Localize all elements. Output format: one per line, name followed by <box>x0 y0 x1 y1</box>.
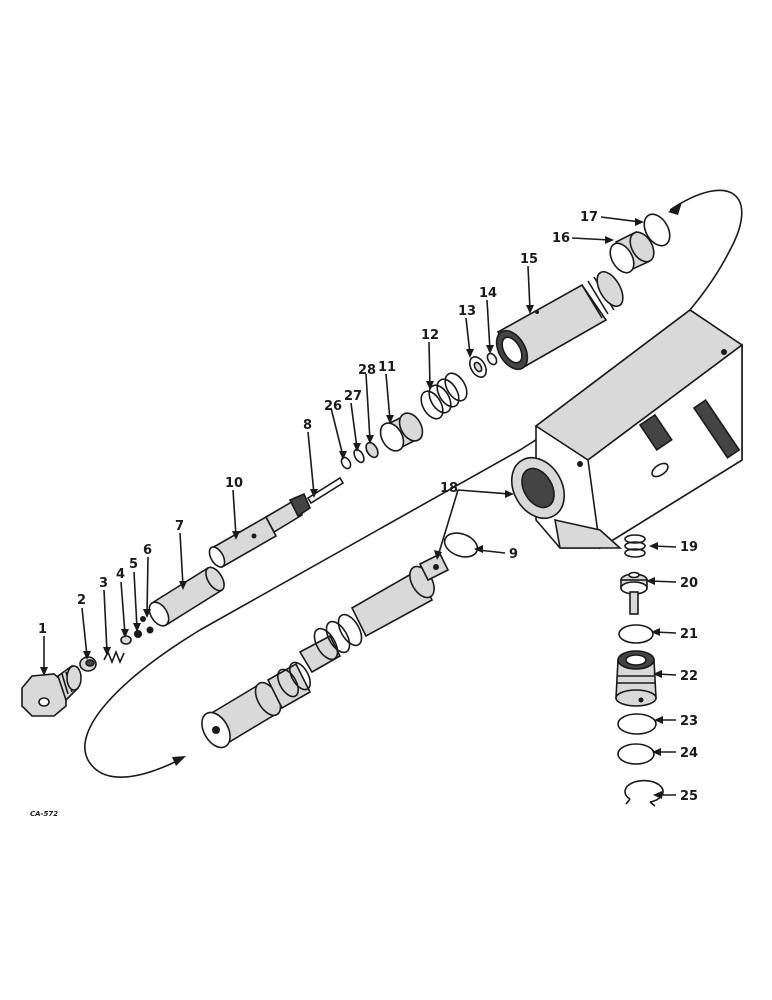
part-10-plunger <box>208 492 311 569</box>
callout-11: 11 <box>378 360 396 375</box>
callout-19: 19 <box>680 540 698 555</box>
callout-9: 9 <box>509 547 518 562</box>
callout-1: 1 <box>38 622 47 637</box>
part-4-seat <box>120 635 132 645</box>
callout-5: 5 <box>129 557 138 572</box>
part-24-ring <box>617 743 655 765</box>
part-22-seat <box>615 650 657 707</box>
callout-17: 17 <box>580 210 598 225</box>
callout-7: 7 <box>175 519 184 534</box>
leader-arrowheads <box>40 218 663 799</box>
callout-18: 18 <box>440 481 458 496</box>
part-17-o-ring <box>643 213 671 247</box>
part-5-ball <box>134 630 142 638</box>
part-21-o-ring <box>618 624 654 644</box>
callout-3: 3 <box>99 576 108 591</box>
part-23-ring <box>617 713 657 735</box>
figure-code: CA-572 <box>30 810 58 818</box>
callout-23: 23 <box>680 714 698 729</box>
callout-25: 25 <box>680 789 698 804</box>
part-9-o-ring <box>443 532 479 558</box>
callout-27: 27 <box>344 389 362 404</box>
part-11-bushing <box>379 412 424 452</box>
part-6-ball <box>140 616 154 634</box>
part-16-bushing <box>609 230 655 274</box>
callout-4: 4 <box>116 567 125 582</box>
callout-10: 10 <box>225 476 243 491</box>
part-8-pin <box>306 476 345 505</box>
part-26-washer <box>340 456 352 470</box>
callout-20: 20 <box>680 576 698 591</box>
callout-15: 15 <box>520 252 538 267</box>
part-27-ring <box>353 448 365 464</box>
callout-21: 21 <box>680 627 698 642</box>
callout-6: 6 <box>143 543 152 558</box>
part-14-ring <box>486 352 498 366</box>
callout-22: 22 <box>680 669 698 684</box>
callout-13: 13 <box>458 304 476 319</box>
part-1-plug <box>21 664 82 717</box>
callout-2: 2 <box>77 593 86 608</box>
callout-labels: 1 2 3 4 5 6 7 8 9 10 11 12 13 14 15 16 1… <box>38 210 698 804</box>
part-20-poppet <box>620 571 648 615</box>
part-2-cup <box>79 656 97 672</box>
part-12-spring <box>420 372 468 420</box>
part-15-threaded-sleeve <box>495 271 624 371</box>
part-28-ring <box>365 441 379 459</box>
part-13-washer <box>469 356 487 378</box>
part-18-spool <box>201 552 450 749</box>
callout-14: 14 <box>479 286 497 301</box>
callout-24: 24 <box>680 746 698 761</box>
callout-28: 28 <box>358 363 376 378</box>
valve-body-housing <box>510 309 744 550</box>
callout-12: 12 <box>421 328 439 343</box>
part-19-spring <box>624 534 646 558</box>
callout-26: 26 <box>324 399 342 414</box>
callout-8: 8 <box>303 418 312 433</box>
callout-16: 16 <box>552 231 570 246</box>
part-7-sleeve <box>148 566 225 627</box>
